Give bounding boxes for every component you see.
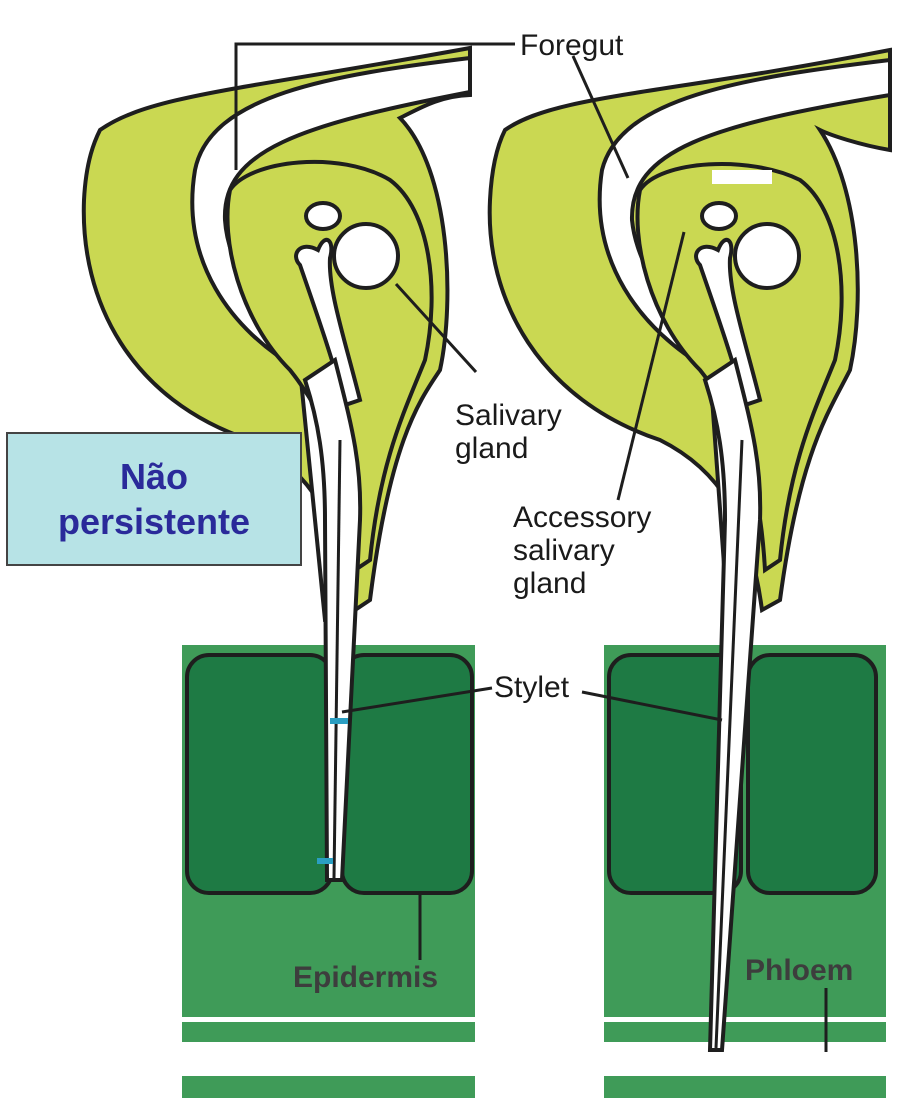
label-accessory-line3: gland bbox=[513, 567, 586, 600]
left-epidermis-cell-a bbox=[187, 655, 332, 893]
label-salivary-gland-line2: gland bbox=[455, 432, 528, 465]
right-gap bbox=[604, 1044, 886, 1074]
right-small-gland bbox=[702, 203, 736, 229]
left-tissue-bottom-strip bbox=[182, 1022, 475, 1042]
label-accessory-line1: Accessory bbox=[513, 501, 651, 534]
badge-line-1: Não bbox=[120, 454, 188, 499]
label-stylet: Stylet bbox=[494, 671, 570, 704]
label-foregut: Foregut bbox=[520, 29, 624, 62]
non-persistent-badge: Não persistente bbox=[6, 432, 302, 566]
right-epidermis-cell-b bbox=[748, 655, 876, 893]
left-epidermis-cell-b bbox=[342, 655, 472, 893]
left-tissue-base bbox=[182, 1076, 475, 1098]
left-stylet-marker-bottom bbox=[317, 858, 333, 864]
label-epidermis: Epidermis bbox=[293, 961, 438, 994]
left-salivary-gland bbox=[334, 224, 398, 288]
left-gap bbox=[182, 1044, 475, 1074]
left-panel bbox=[84, 48, 475, 1098]
label-phloem: Phloem bbox=[745, 954, 853, 987]
right-tissue-base bbox=[604, 1076, 886, 1098]
right-head-erasure bbox=[712, 170, 772, 184]
label-accessory-line2: salivary bbox=[513, 534, 615, 567]
right-salivary-gland bbox=[735, 224, 799, 288]
label-salivary-gland-line1: Salivary bbox=[455, 399, 562, 432]
left-stylet-marker-top bbox=[330, 718, 348, 724]
badge-line-2: persistente bbox=[58, 499, 250, 544]
right-tissue-bottom-strip bbox=[604, 1022, 886, 1042]
left-small-gland bbox=[306, 203, 340, 229]
